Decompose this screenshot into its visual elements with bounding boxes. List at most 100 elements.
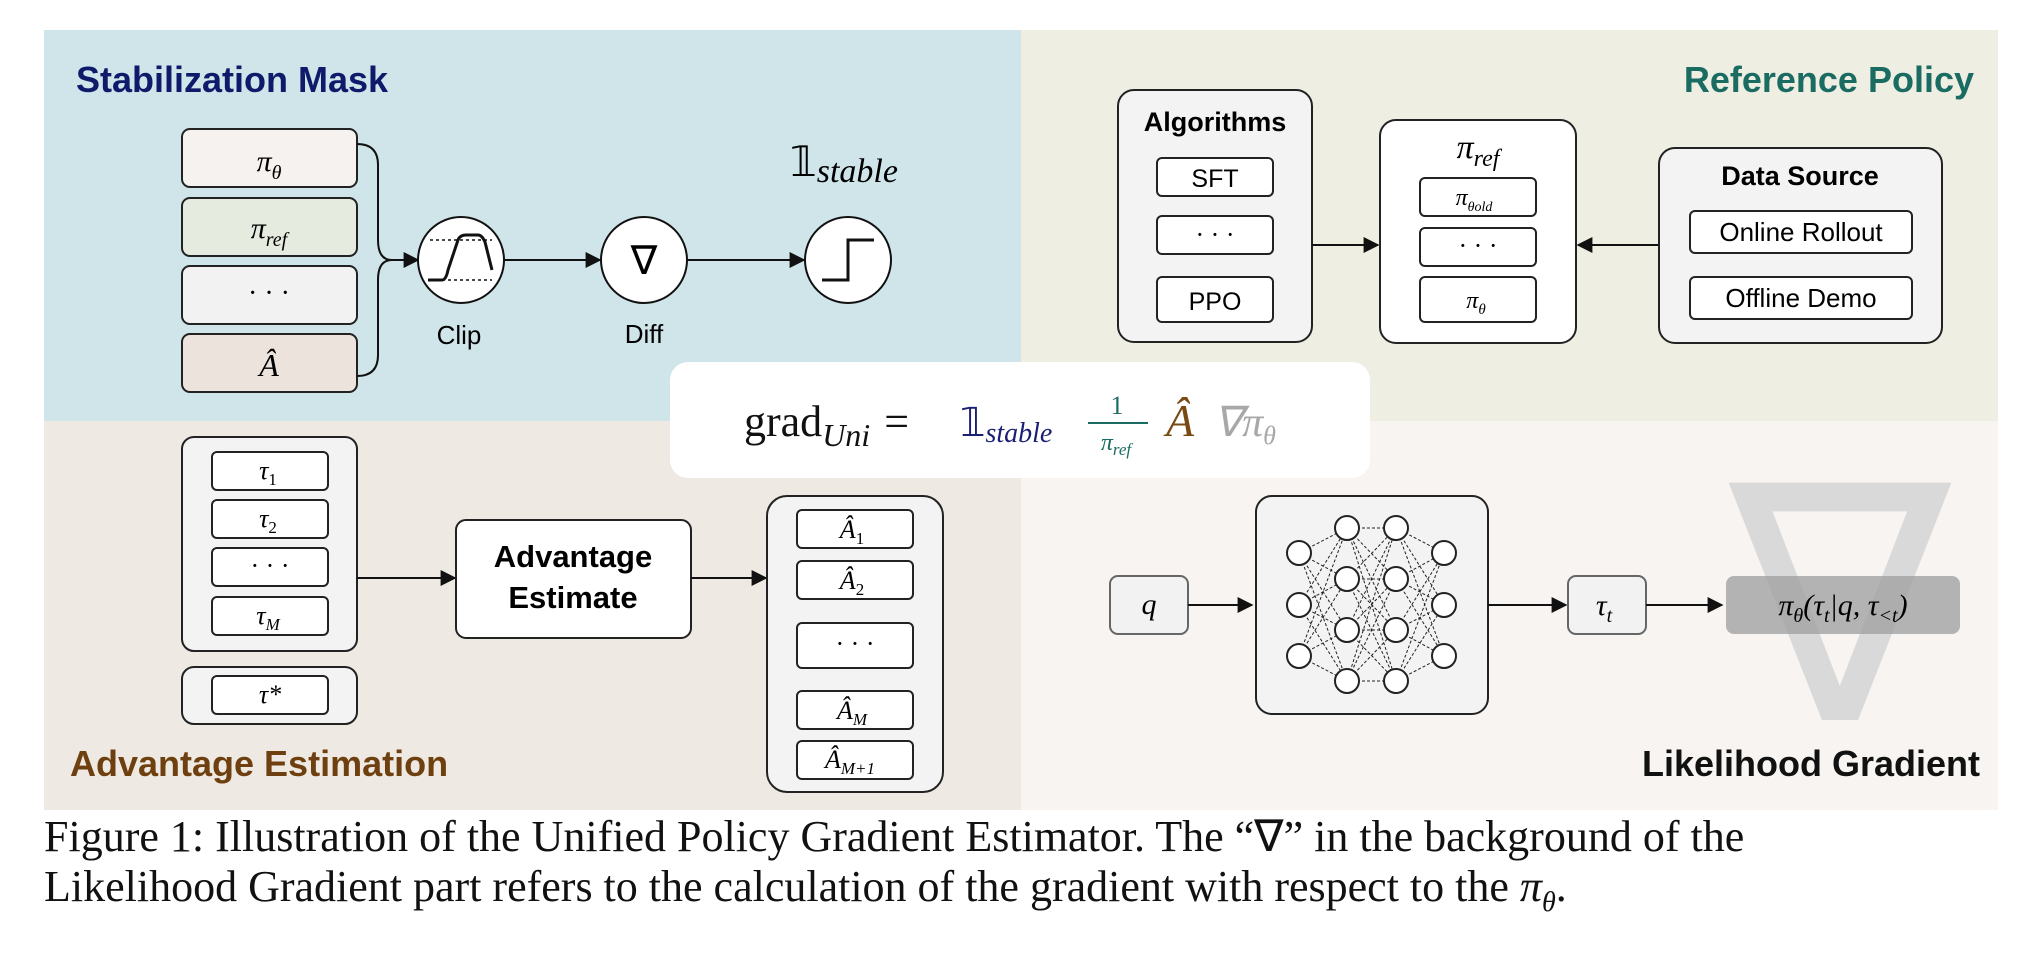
advantage-ellipsis: · · · bbox=[836, 629, 875, 658]
trajectory-2: τ bbox=[259, 504, 270, 533]
nn-edge bbox=[1298, 552, 1348, 682]
query-label: q bbox=[1142, 588, 1157, 621]
clip-label: Clip bbox=[437, 320, 482, 350]
nn-edge bbox=[1395, 552, 1445, 631]
svg-text:τM: τM bbox=[256, 601, 280, 634]
nn-edge bbox=[1298, 527, 1348, 606]
nn-edge bbox=[1346, 527, 1397, 682]
svg-text:πθ: πθ bbox=[257, 145, 282, 184]
algorithm-ellipsis: · · · bbox=[1196, 220, 1235, 249]
nn-node bbox=[1334, 566, 1360, 592]
svg-text:πθ: πθ bbox=[1466, 288, 1486, 318]
input-box-advantage bbox=[181, 333, 358, 393]
svg-text:ÂM+1: ÂM+1 bbox=[823, 745, 875, 778]
algorithm-sft: SFT bbox=[1191, 165, 1238, 193]
data-source-online: Online Rollout bbox=[1719, 217, 1883, 247]
caption-line-2: Likelihood Gradient part refers to the c… bbox=[44, 862, 1567, 918]
input-advantage: Â bbox=[257, 347, 279, 383]
data-source-title: Data Source bbox=[1721, 161, 1879, 191]
svg-text:πref: πref bbox=[251, 212, 290, 251]
nn-edge bbox=[1395, 527, 1445, 657]
formula-frac-num: 1 bbox=[1111, 391, 1124, 420]
advantage-m-plus-1: Â bbox=[823, 745, 841, 774]
policy-ellipsis: · · · bbox=[1459, 231, 1498, 260]
svg-text:∇πθ: ∇πθ bbox=[1214, 400, 1276, 450]
nn-node bbox=[1383, 566, 1409, 592]
input-box-pi-theta bbox=[181, 128, 358, 188]
svg-text:τ2: τ2 bbox=[259, 504, 277, 537]
reference-title: Reference Policy bbox=[1684, 59, 1974, 100]
nn-node bbox=[1334, 617, 1360, 643]
svg-text:πref: πref bbox=[1101, 430, 1134, 459]
neural-network-icon bbox=[1286, 515, 1457, 694]
svg-text:ÂM: ÂM bbox=[835, 696, 868, 729]
nn-node bbox=[1383, 617, 1409, 643]
formula-indicator: 𝟙 bbox=[960, 400, 985, 445]
algorithms-title: Algorithms bbox=[1144, 107, 1287, 137]
pi-ref-label: π bbox=[1457, 129, 1475, 166]
formula-box bbox=[670, 362, 1370, 478]
clip-icon bbox=[428, 233, 494, 282]
optimal-trajectory: τ* bbox=[259, 680, 281, 709]
formula-grad: grad bbox=[744, 397, 822, 446]
nn-node bbox=[1383, 668, 1409, 694]
svg-text:πref: πref bbox=[1457, 129, 1503, 172]
svg-text:πθ(τt|q, τ<t): πθ(τt|q, τ<t) bbox=[1778, 589, 1907, 627]
stabilization-title: Stabilization Mask bbox=[76, 59, 389, 100]
svg-text:τ1: τ1 bbox=[259, 456, 277, 489]
diff-symbol: ∇ bbox=[630, 238, 658, 283]
advantage-2: Â bbox=[838, 566, 856, 595]
advantage-estimate-label-1: Advantage bbox=[494, 539, 652, 574]
input-ellipsis: · · · bbox=[248, 278, 290, 309]
nn-node bbox=[1286, 592, 1312, 618]
advantage-estimate-label-2: Estimate bbox=[508, 580, 637, 615]
figure-diagram: Stabilization Mask πθ πref · · · Â Clip … bbox=[44, 30, 1998, 810]
nn-node bbox=[1286, 540, 1312, 566]
step-function-icon bbox=[822, 238, 874, 282]
svg-text:πθold: πθold bbox=[1456, 185, 1494, 215]
likelihood-output-box bbox=[1726, 576, 1960, 634]
input-box-pi-ref bbox=[181, 197, 358, 257]
trajectory-m: τ bbox=[256, 601, 267, 630]
nn-edge bbox=[1298, 527, 1348, 657]
formula-frac-den: π bbox=[1101, 430, 1114, 456]
advantage-title: Advantage Estimation bbox=[70, 743, 448, 784]
nn-edge bbox=[1346, 527, 1397, 631]
clip-node bbox=[417, 216, 505, 304]
token-label: τ bbox=[1596, 589, 1608, 622]
svg-text:𝟙stable: 𝟙stable bbox=[960, 400, 1052, 449]
likelihood-title: Likelihood Gradient bbox=[1642, 743, 1980, 784]
policy-pi-theta: π bbox=[1466, 288, 1479, 314]
nn-edge bbox=[1298, 578, 1348, 657]
nn-edge bbox=[1395, 552, 1445, 682]
caption-line-1: Figure 1: Illustration of the Unified Po… bbox=[44, 812, 1745, 861]
input-pi-theta: π bbox=[257, 145, 273, 178]
svg-text:Â2: Â2 bbox=[838, 566, 864, 599]
svg-text:Â1: Â1 bbox=[838, 515, 864, 548]
advantage-estimate-box bbox=[455, 519, 692, 639]
data-source-offline: Offline Demo bbox=[1725, 283, 1876, 313]
svg-text:gradUni=: gradUni= bbox=[744, 397, 909, 453]
formula-gradient: ∇π bbox=[1214, 400, 1264, 446]
nn-node bbox=[1334, 668, 1360, 694]
trajectory-ellipsis: · · · bbox=[251, 551, 290, 580]
nn-node bbox=[1334, 515, 1360, 541]
likelihood-output: π bbox=[1778, 589, 1794, 622]
svg-text:τt: τt bbox=[1596, 589, 1613, 627]
diff-label: Diff bbox=[625, 319, 664, 349]
trajectory-1: τ bbox=[259, 456, 270, 485]
algorithm-ppo: PPO bbox=[1189, 288, 1242, 316]
nn-node bbox=[1431, 643, 1457, 669]
policy-pi-theta-old: π bbox=[1456, 185, 1469, 211]
nn-node bbox=[1383, 515, 1409, 541]
nn-node bbox=[1431, 540, 1457, 566]
svg-text:𝟙stable: 𝟙stable bbox=[790, 140, 898, 190]
nn-edge bbox=[1346, 578, 1397, 682]
indicator-stable: 𝟙 bbox=[790, 140, 817, 186]
advantage-1: Â bbox=[838, 515, 856, 544]
input-pi-ref: π bbox=[251, 212, 267, 245]
nn-node bbox=[1431, 592, 1457, 618]
advantage-m: Â bbox=[835, 696, 853, 725]
formula-advantage: Â bbox=[1163, 395, 1195, 446]
input-box-ellipsis bbox=[181, 265, 358, 325]
